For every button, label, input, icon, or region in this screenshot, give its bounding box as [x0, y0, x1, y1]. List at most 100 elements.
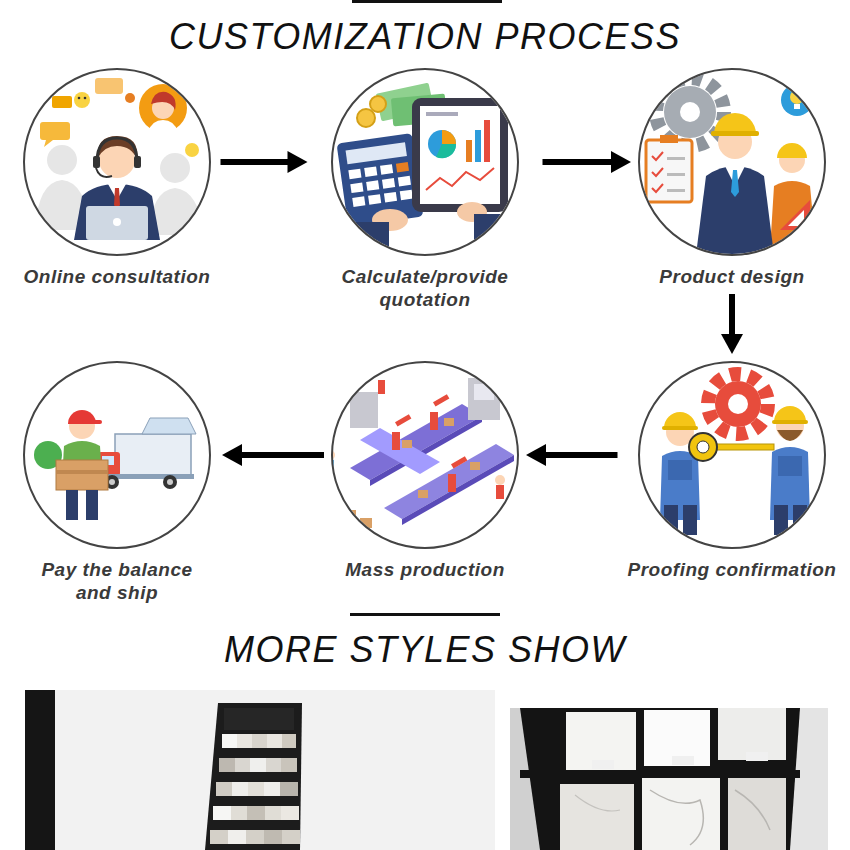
design-icon	[667, 157, 685, 160]
factory-icon	[378, 380, 467, 492]
step-label: Pay the balance and ship	[22, 558, 212, 604]
shipping-icon	[24, 362, 210, 548]
consultation-icon	[24, 69, 210, 255]
section-heading: MORE STYLES SHOW	[0, 630, 850, 670]
consultation-icon	[24, 69, 210, 255]
consultation-icon	[148, 120, 178, 132]
product-photo	[281, 758, 297, 772]
factory-icon	[451, 456, 467, 468]
product-photo	[25, 690, 495, 850]
design-icon	[777, 143, 807, 158]
proofing-icon	[793, 505, 807, 535]
factory-icon	[444, 418, 454, 426]
step-label: Online consultation	[24, 265, 211, 288]
quotation-icon	[350, 183, 363, 194]
quotation-icon	[475, 130, 481, 162]
quotation-icon	[357, 109, 375, 127]
factory-icon	[325, 450, 335, 460]
arrow-head	[611, 151, 631, 173]
flow-arrow	[221, 151, 308, 173]
factory-icon	[433, 394, 449, 406]
product-photo	[210, 830, 300, 844]
flow-arrow	[721, 294, 743, 354]
consultation-icon	[74, 92, 90, 108]
flow-arrow	[222, 444, 324, 466]
quotation-icon	[368, 194, 381, 205]
shipping-icon	[142, 418, 196, 434]
product-photo	[250, 758, 266, 772]
product-photo	[228, 830, 246, 844]
factory-icon	[495, 475, 505, 485]
shipping-icon	[109, 479, 115, 485]
product-photo	[728, 772, 786, 850]
consultation-icon	[114, 188, 120, 209]
design-icon	[794, 104, 800, 109]
product-photo	[672, 756, 694, 765]
arrow-head	[721, 334, 743, 354]
arrow-shaft	[543, 159, 614, 165]
factory-icon	[325, 378, 514, 528]
consultation-icon	[44, 140, 53, 147]
product-photo	[566, 712, 636, 770]
proofing-icon	[639, 362, 825, 548]
shipping-icon	[24, 362, 210, 548]
consultation-icon	[74, 184, 160, 240]
consultation-icon	[93, 156, 100, 168]
factory-icon	[350, 392, 378, 428]
design-icon	[646, 140, 692, 202]
factory-icon	[378, 380, 385, 394]
consultation-icon	[97, 138, 137, 162]
product-photo	[644, 710, 710, 766]
arrow-head	[526, 444, 546, 466]
factory-icon	[430, 412, 438, 430]
quotation-icon	[352, 196, 365, 207]
design-icon	[667, 173, 685, 176]
quotation-icon	[346, 142, 407, 164]
consultation-icon	[151, 92, 176, 110]
factory-icon	[360, 428, 440, 474]
product-photo	[210, 734, 300, 844]
consultation-icon	[47, 145, 77, 175]
product-photo	[264, 830, 282, 844]
product-photo	[281, 806, 299, 820]
arrow-shaft	[729, 294, 735, 336]
product-photo	[560, 784, 634, 850]
quotation-icon	[337, 83, 514, 252]
quotation-icon	[366, 180, 379, 191]
process-step: Product design	[639, 69, 825, 288]
product-photo	[224, 708, 294, 730]
product-photo	[222, 734, 296, 748]
design-icon	[652, 152, 663, 192]
design-icon	[680, 102, 700, 122]
quotation-icon	[364, 166, 377, 177]
quotation-icon	[420, 106, 500, 204]
proofing-icon	[689, 433, 717, 461]
factory-icon	[474, 384, 494, 400]
product-photo	[520, 770, 800, 778]
arrow-head	[222, 444, 242, 466]
consultation-icon	[24, 69, 210, 255]
product-photo	[213, 806, 231, 820]
step-label: Calculate/provide quotation	[318, 265, 533, 311]
proofing-icon	[660, 374, 810, 535]
proofing-icon	[708, 374, 768, 434]
quotation-icon	[442, 130, 456, 144]
consultation-icon	[125, 93, 135, 103]
shipping-icon	[56, 470, 108, 474]
design-icon	[714, 113, 756, 134]
quotation-icon	[332, 69, 518, 255]
consultation-icon	[40, 122, 70, 140]
design-icon	[731, 170, 739, 197]
product-photo	[25, 690, 495, 850]
quotation-icon	[426, 112, 458, 116]
process-step: Online consultation	[22, 69, 213, 288]
product-photo	[592, 760, 614, 769]
shipping-icon	[115, 434, 191, 476]
quotation-icon	[466, 140, 472, 162]
design-icon	[660, 135, 678, 143]
product-photo	[650, 790, 770, 845]
step-label: Proofing confirmation	[628, 558, 837, 581]
proofing-icon	[774, 406, 806, 422]
shipping-icon	[66, 490, 78, 520]
